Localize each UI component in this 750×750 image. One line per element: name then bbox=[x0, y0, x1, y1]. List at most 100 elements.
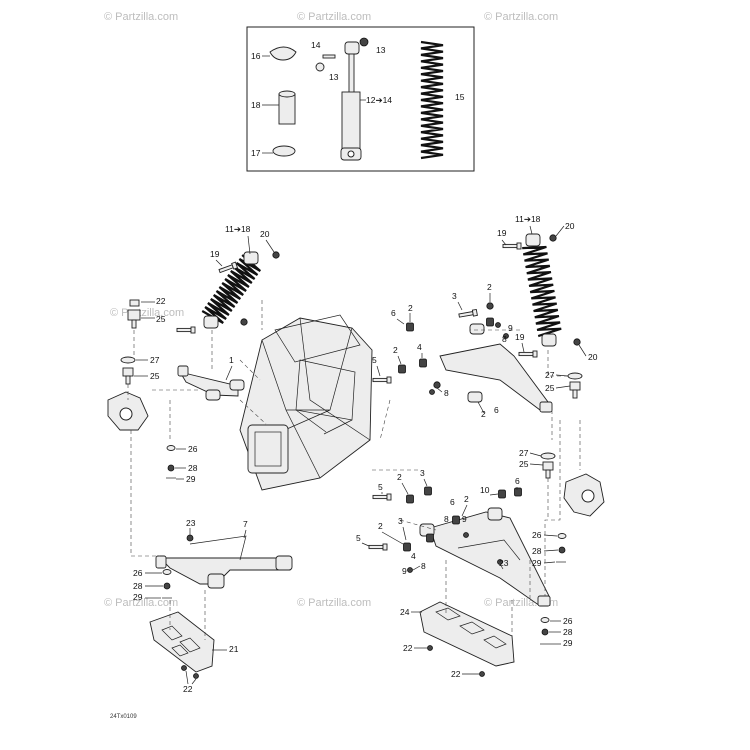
callout-26: 26 bbox=[188, 444, 198, 454]
callout-3: 3 bbox=[452, 291, 457, 301]
callout-8: 8 bbox=[444, 514, 449, 524]
left-hardware-stack bbox=[166, 445, 176, 479]
callout-11-18: 11➔18 bbox=[225, 224, 251, 234]
watermark-text: © Partzilla.com bbox=[104, 597, 178, 609]
left-lower-a-arm bbox=[155, 535, 293, 589]
ring-17 bbox=[272, 145, 296, 157]
callouts-right-upper: 11➔18 19 20 19 20 3 2 6 2 9 8 5 2 4 8 27… bbox=[372, 214, 598, 419]
callout-4: 4 bbox=[417, 342, 422, 352]
split-ring-16 bbox=[269, 46, 297, 61]
callout-2: 2 bbox=[464, 494, 469, 504]
left-upper-a-arm bbox=[177, 365, 245, 401]
callout-28: 28 bbox=[532, 546, 542, 556]
callout-8: 8 bbox=[502, 334, 507, 344]
callout-13: 13 bbox=[376, 45, 386, 55]
callout-2: 2 bbox=[378, 521, 383, 531]
callout-25: 25 bbox=[150, 371, 160, 381]
watermark-text: © Partzilla.com bbox=[110, 307, 184, 319]
right-shock-assembly bbox=[502, 233, 581, 358]
callout-24: 24 bbox=[400, 607, 410, 617]
callout-5: 5 bbox=[356, 533, 361, 543]
callout-21: 21 bbox=[229, 644, 239, 654]
screw-22 bbox=[181, 665, 187, 671]
screw-22 bbox=[479, 671, 485, 677]
callout-26: 26 bbox=[563, 616, 573, 626]
shock-absorber-12-14 bbox=[340, 41, 362, 161]
callouts-right-lower: 27 25 5 2 3 10 6 2 6 9 8 5 2 3 8 9 4 23 … bbox=[356, 448, 573, 679]
callout-14: 14 bbox=[311, 40, 321, 50]
right-skid-plate-24 bbox=[419, 601, 515, 667]
callout-4: 4 bbox=[411, 551, 416, 561]
callouts-left-lower: 23 7 26 28 29 21 22 bbox=[133, 518, 248, 694]
callout-3: 3 bbox=[420, 468, 425, 478]
right-lower-a-arm bbox=[419, 507, 551, 607]
callout-19: 19 bbox=[515, 332, 525, 342]
callout-2: 2 bbox=[481, 409, 486, 419]
callouts-left-upper: 11➔18 20 19 22 25 27 25 1 26 28 29 bbox=[134, 224, 275, 484]
callout-26: 26 bbox=[133, 568, 143, 578]
bushing-13 bbox=[315, 62, 325, 72]
callout-19: 19 bbox=[210, 249, 220, 259]
bolt-23 bbox=[186, 534, 194, 542]
callout-8: 8 bbox=[421, 561, 426, 571]
callout-9: 9 bbox=[402, 566, 407, 576]
callout-5: 5 bbox=[372, 355, 377, 365]
callout-10: 10 bbox=[480, 485, 490, 495]
callout-15: 15 bbox=[455, 92, 465, 102]
callout-9: 9 bbox=[462, 514, 467, 524]
right-upper-a-arm bbox=[439, 323, 553, 413]
right-hardware-stack-upper bbox=[556, 533, 567, 563]
callout-22: 22 bbox=[183, 684, 193, 694]
spring-coil-path bbox=[420, 40, 444, 160]
callout-6: 6 bbox=[494, 405, 499, 415]
callout-2: 2 bbox=[408, 303, 413, 313]
watermark-text: © Partzilla.com bbox=[297, 597, 371, 609]
screw-22 bbox=[193, 673, 199, 679]
right-steering-knuckle bbox=[563, 473, 605, 517]
callout-2: 2 bbox=[397, 472, 402, 482]
callout-5: 5 bbox=[378, 482, 383, 492]
left-coil-spring bbox=[201, 254, 262, 324]
callout-25: 25 bbox=[156, 314, 166, 324]
callout-6: 6 bbox=[515, 476, 520, 486]
left-skid-plate-21 bbox=[149, 611, 215, 673]
left-ball-joint-27-25 bbox=[120, 356, 136, 385]
callout-2: 2 bbox=[487, 282, 492, 292]
callout-27: 27 bbox=[519, 448, 529, 458]
callout-25: 25 bbox=[519, 459, 529, 469]
callout-28: 28 bbox=[563, 627, 573, 637]
callout-2: 2 bbox=[393, 345, 398, 355]
callout-22: 22 bbox=[403, 643, 413, 653]
callout-25: 25 bbox=[545, 383, 555, 393]
bushing-13 bbox=[359, 37, 369, 47]
sleeve-18 bbox=[278, 93, 296, 125]
callout-27: 27 bbox=[545, 370, 555, 380]
callout-28: 28 bbox=[133, 581, 143, 591]
assembly-guide-lines bbox=[127, 300, 581, 640]
callout-12-14: 12➔14 bbox=[366, 95, 392, 105]
spring-coil-path bbox=[522, 245, 562, 338]
callout-27: 27 bbox=[150, 355, 160, 365]
right-hardware-stack-lower bbox=[540, 617, 550, 645]
callout-26: 26 bbox=[532, 530, 542, 540]
callout-6: 6 bbox=[391, 308, 396, 318]
left-shock-assembly bbox=[176, 251, 280, 334]
spring-coil-path bbox=[201, 254, 262, 324]
callout-9: 9 bbox=[508, 323, 513, 333]
inset-shock-detail: 16 14 13 13 18 12➔14 15 17 bbox=[246, 26, 475, 172]
right-coil-spring bbox=[522, 245, 562, 338]
left-ball-joint-upper-22-25 bbox=[127, 299, 141, 329]
watermark-text: © Partzilla.com bbox=[484, 11, 558, 23]
screw-22 bbox=[427, 645, 433, 651]
callout-13: 13 bbox=[329, 72, 339, 82]
right-ball-joint-upper bbox=[567, 372, 583, 399]
watermark-text: © Partzilla.com bbox=[104, 11, 178, 23]
callout-23: 23 bbox=[186, 518, 196, 528]
callout-17: 17 bbox=[251, 148, 261, 158]
callout-20: 20 bbox=[260, 229, 270, 239]
callout-18: 18 bbox=[251, 100, 261, 110]
callout-3: 3 bbox=[398, 516, 403, 526]
callout-16: 16 bbox=[251, 51, 261, 61]
callout-22: 22 bbox=[451, 669, 461, 679]
spring-15 bbox=[420, 40, 444, 160]
